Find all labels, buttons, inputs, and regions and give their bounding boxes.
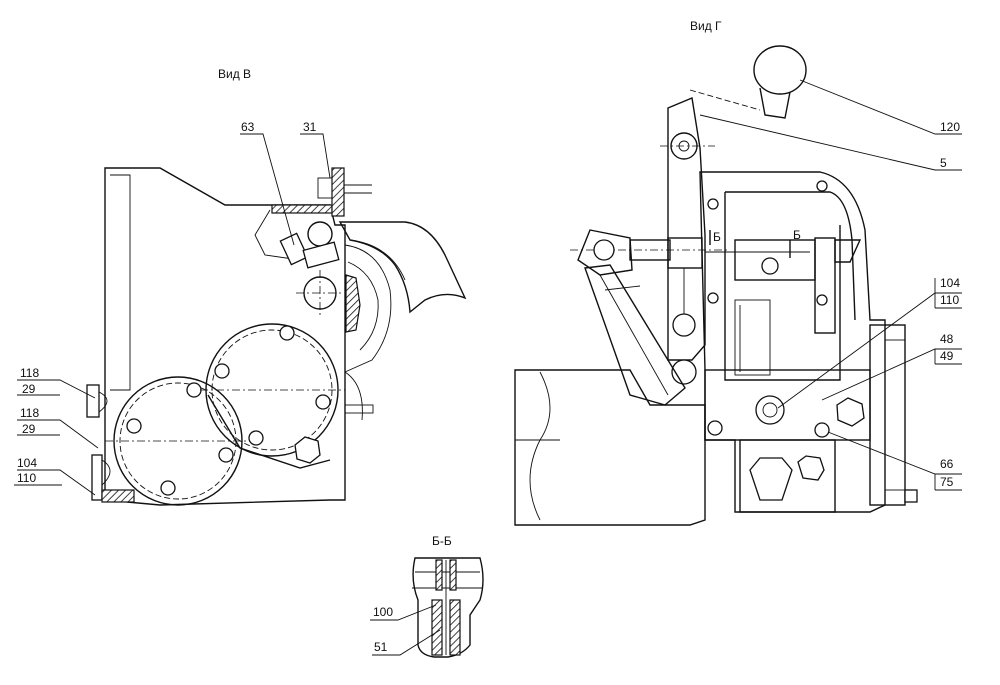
callout-29-b: 29 bbox=[22, 422, 36, 436]
callout-5: 5 bbox=[940, 156, 947, 170]
callout-51: 51 bbox=[374, 640, 388, 654]
callout-104-b: 104 bbox=[940, 276, 960, 290]
section-marker-left: Б bbox=[713, 230, 721, 244]
callout-63: 63 bbox=[241, 120, 255, 134]
callout-66: 66 bbox=[940, 457, 954, 471]
section-bb-title: Б-Б bbox=[432, 534, 452, 548]
view-g-drawing: Вид Г bbox=[514, 19, 918, 526]
view-g-title: Вид Г bbox=[690, 19, 722, 33]
view-v-drawing: Вид В bbox=[86, 67, 467, 506]
view-g-leaders bbox=[699, 79, 962, 491]
view-v-title: Вид В bbox=[218, 67, 251, 81]
section-bb-leaders bbox=[370, 604, 441, 656]
callout-29-a: 29 bbox=[22, 382, 36, 396]
callout-104-a: 104 bbox=[17, 456, 37, 470]
section-bb-drawing: Б-Б bbox=[412, 534, 484, 658]
callout-49: 49 bbox=[940, 349, 954, 363]
callout-75: 75 bbox=[940, 475, 954, 489]
callout-118-a: 118 bbox=[20, 366, 39, 380]
callout-48: 48 bbox=[940, 332, 954, 346]
view-v-leaders bbox=[14, 133, 331, 496]
callout-100: 100 bbox=[373, 605, 393, 619]
callout-110-b: 110 bbox=[940, 293, 959, 307]
section-marker-right: Б bbox=[793, 228, 801, 242]
callout-31: 31 bbox=[303, 120, 317, 134]
callout-118-b: 118 bbox=[20, 406, 39, 420]
callout-120: 120 bbox=[940, 120, 960, 134]
callout-110-a: 110 bbox=[17, 471, 36, 485]
